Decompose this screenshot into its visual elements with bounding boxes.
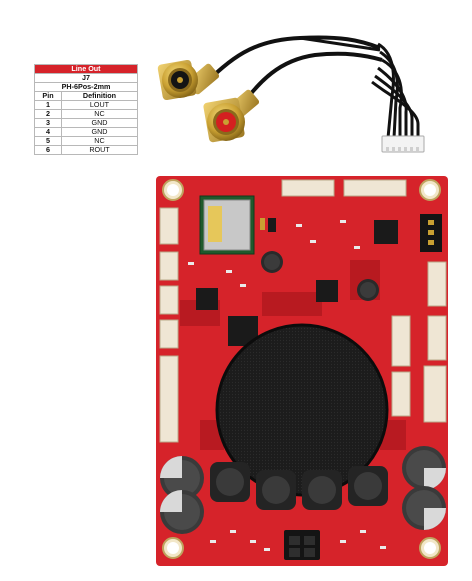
amplifier-board: [156, 176, 448, 566]
rca-jack-red: [203, 89, 260, 143]
pin-definition: ROUT: [61, 145, 138, 155]
speaker-cone: [217, 325, 387, 495]
rca-cable-assembly: [157, 35, 425, 153]
large-capacitors: [160, 446, 446, 534]
mounting-holes: [162, 179, 441, 559]
smd-components: [188, 220, 386, 551]
right-edge-connectors: [391, 261, 447, 423]
left-edge-connectors: [159, 207, 179, 443]
pinout-table: Line Out J7 PH-6Pos-2mm Pin Definition 1…: [34, 64, 138, 155]
integrated-circuits: [196, 218, 398, 346]
rca-jack-black: [157, 59, 220, 101]
bluetooth-module: [199, 195, 255, 255]
small-capacitors: [261, 251, 379, 301]
top-header-connectors: [281, 179, 407, 197]
inductors: [210, 462, 388, 510]
